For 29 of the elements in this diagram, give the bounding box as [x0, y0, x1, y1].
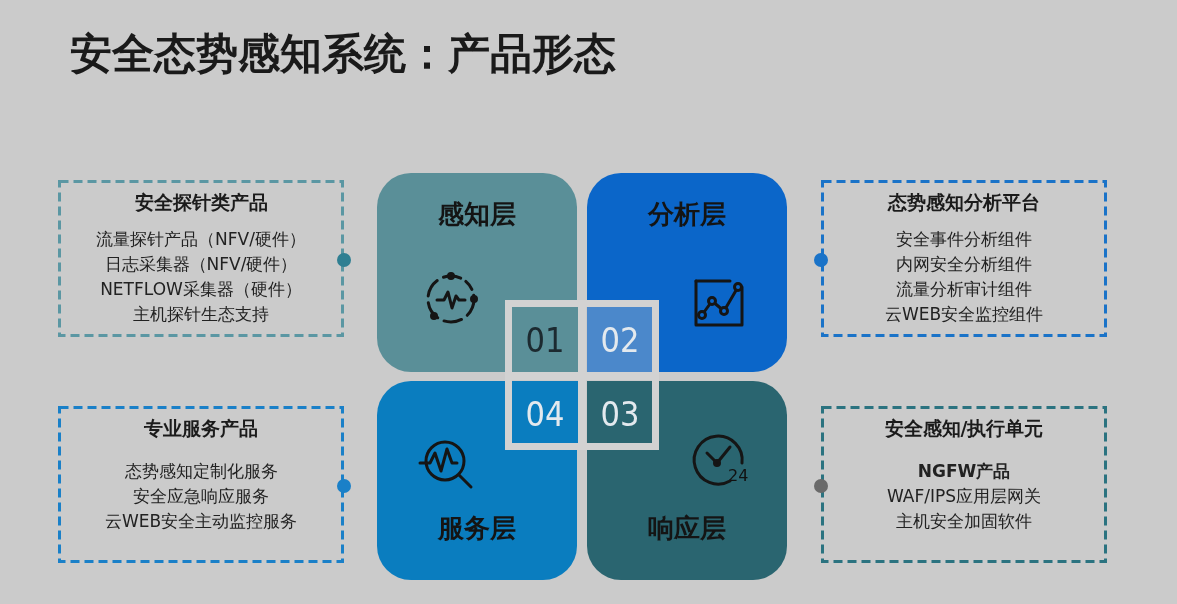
list-item: 流量探针产品（NFV/硬件）: [95, 228, 307, 251]
box-heading: 安全感知/执行单元: [883, 416, 1045, 441]
list-item: 安全事件分析组件: [895, 228, 1033, 251]
tile-heading: 响应层: [647, 512, 727, 545]
clock-number: 24: [728, 466, 749, 485]
box-heading: 态势感知分析平台: [886, 190, 1041, 215]
tile-heading: 分析层: [646, 198, 727, 231]
layer-tile: [377, 381, 577, 580]
layer-number: 02: [587, 307, 653, 373]
page-title: 安全态势感知系统：产品形态: [70, 28, 616, 80]
layer-tile: [587, 173, 787, 372]
box-heading: 专业服务产品: [143, 416, 259, 441]
layer-tile: [377, 173, 577, 372]
list-item: WAF/IPS应用层网关: [885, 485, 1043, 508]
list-item: 日志采集器（NFV/硬件）: [103, 253, 299, 276]
box-heading: 安全探针类产品: [133, 190, 269, 215]
tile-heading: 感知层: [437, 198, 517, 231]
list-item: 流量分析审计组件: [895, 278, 1033, 301]
list-item: 内网安全分析组件: [895, 253, 1033, 276]
list-item: NGFW产品: [916, 460, 1012, 483]
list-item: 云WEB安全主动监控服务: [103, 510, 299, 533]
layer-tile: [587, 381, 787, 580]
list-item: 主机探针生态支持: [132, 303, 270, 326]
list-item: 主机安全加固软件: [895, 510, 1033, 533]
list-item: NETFLOW采集器（硬件）: [99, 278, 303, 301]
list-item: 态势感知定制化服务: [123, 460, 279, 483]
list-item: 云WEB安全监控组件: [883, 303, 1045, 326]
list-item: 安全应急响应服务: [132, 485, 270, 508]
tile-heading: 服务层: [436, 512, 517, 545]
